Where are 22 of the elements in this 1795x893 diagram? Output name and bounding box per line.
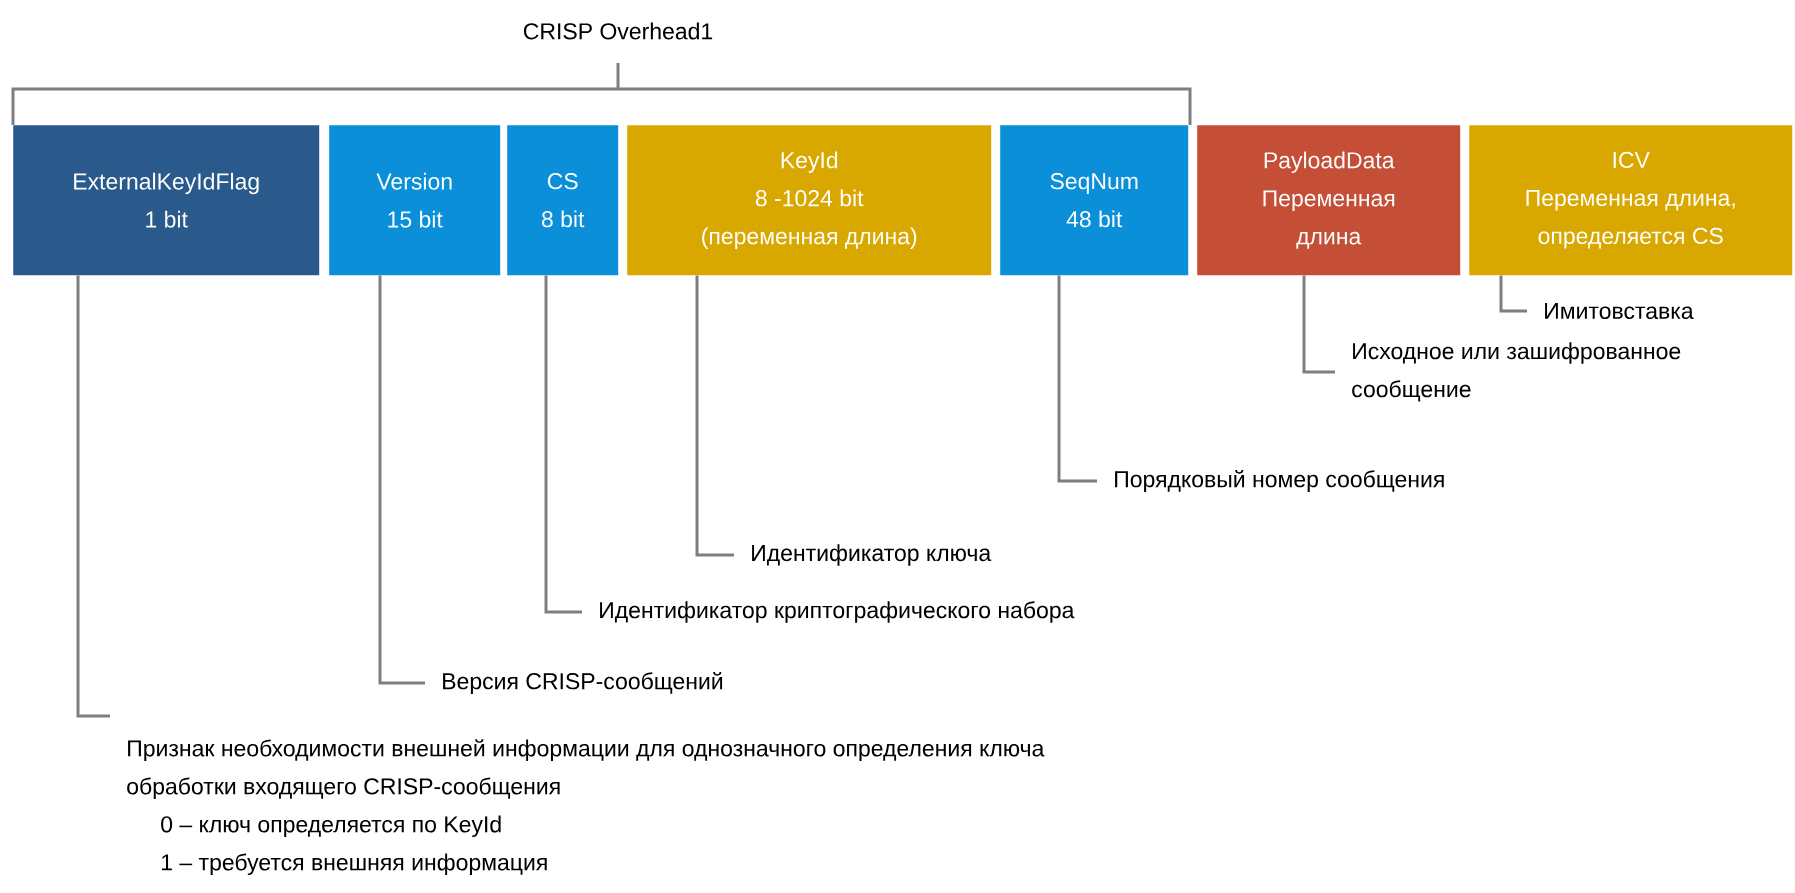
leader-line bbox=[1057, 275, 1097, 483]
bracket-label: CRISP Overhead1 bbox=[523, 22, 713, 40]
annotation-text: Имитовставка bbox=[1545, 302, 1694, 319]
leader-line bbox=[1499, 275, 1527, 313]
annotation-text: Идентификатор криптографического набора bbox=[600, 601, 1075, 623]
field-box: CS 8 bit bbox=[507, 125, 619, 276]
annotation-text: Идентификатор ключа bbox=[752, 544, 992, 566]
leader-line bbox=[378, 275, 425, 685]
leader-line bbox=[695, 275, 734, 557]
field-box: Version 15 bit bbox=[329, 125, 501, 276]
leader-line bbox=[544, 275, 582, 614]
field-box: SeqNum 48 bit bbox=[1000, 125, 1189, 276]
leader-line bbox=[76, 275, 110, 718]
field-box: ExternalKeyIdFlag 1 bit bbox=[13, 125, 320, 276]
field-box: PayloadData Переменная длина bbox=[1197, 125, 1461, 276]
annotation-text: Порядковый номер сообщения bbox=[1115, 470, 1444, 492]
leader-line bbox=[1302, 275, 1335, 374]
annotation-text: Версия CRISP-сообщений bbox=[443, 672, 723, 694]
field-box: ICV Переменная длина, определяется CS bbox=[1469, 125, 1793, 276]
annotation-text: Исходное или зашифрованное сообщение bbox=[1352, 342, 1681, 402]
field-box: KeyId 8 -1024 bit (переменная длина) bbox=[627, 125, 992, 276]
annotation-text: Признак необходимости внешней информации для однозначного определения ключа обработки входящего CRISP-сообщения 0 – ключ определяется по KeyId 1 – требуется внешняя информация bbox=[127, 739, 1045, 876]
